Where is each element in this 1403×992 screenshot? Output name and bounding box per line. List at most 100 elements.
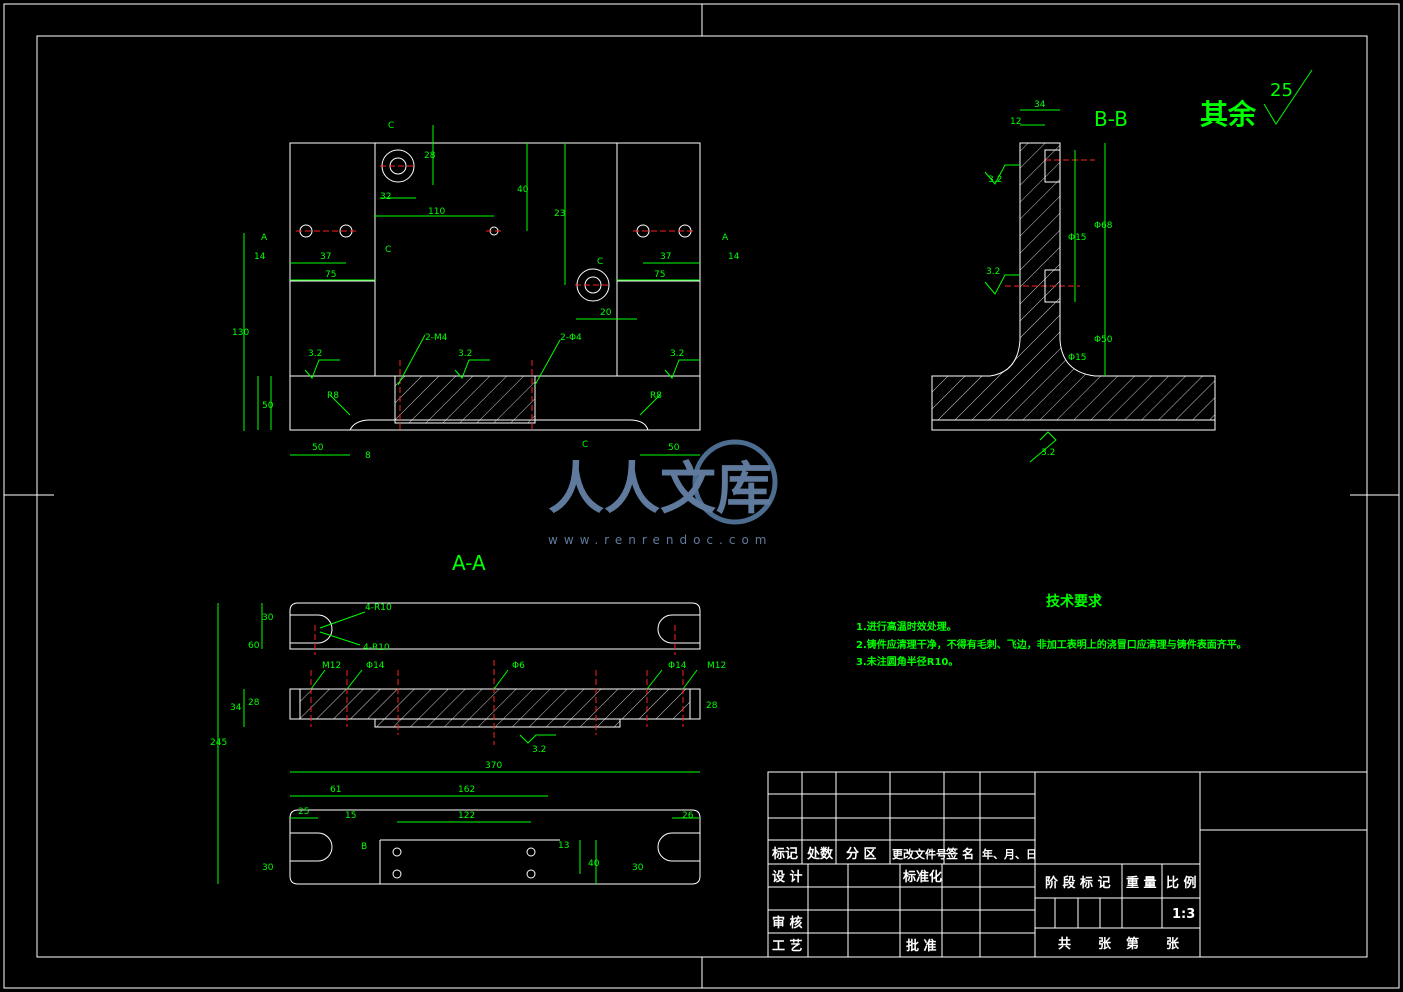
- dim-label: 2-M4: [425, 333, 448, 343]
- dim-label: 75: [654, 270, 665, 280]
- dim-label: Φ6: [512, 661, 525, 671]
- dim-label: R8: [650, 391, 662, 401]
- view-mark-a: A: [261, 233, 268, 243]
- dim-label: 245: [210, 738, 227, 748]
- dim-label: 20: [600, 308, 612, 318]
- tb-approve: 批 准: [906, 938, 937, 954]
- view-mark-c: C: [597, 257, 603, 267]
- section-bb-label: B-B: [1094, 107, 1128, 131]
- dim-label: 14: [728, 252, 740, 262]
- top-view: [243, 125, 701, 456]
- dim-label: 37: [320, 252, 331, 262]
- sheet-border: [3, 3, 1400, 989]
- dim-label: 32: [380, 192, 391, 202]
- dim-label: Φ68: [1094, 221, 1113, 231]
- tb-header: 分 区: [846, 846, 877, 862]
- tb-process: 工 艺: [772, 938, 803, 954]
- tb-stage-mark: 阶 段 标 记: [1045, 875, 1111, 891]
- watermark-url: www.renrendoc.com: [548, 533, 772, 547]
- roughness-label: 3.2: [670, 349, 684, 359]
- dim-label: 50: [262, 401, 274, 411]
- dim-label: 34: [1034, 100, 1046, 110]
- dim-label: 75: [325, 270, 336, 280]
- dim-label: M12: [322, 661, 341, 671]
- dim-label: 50: [668, 443, 680, 453]
- tb-sheet-unit: 张: [1166, 937, 1180, 952]
- view-mark-a: A: [722, 233, 729, 243]
- roughness-label: 3.2: [458, 349, 472, 359]
- dim-label: 4-R10: [365, 603, 392, 613]
- tb-sheet-unit: 张: [1098, 937, 1112, 952]
- tb-header: 签 名: [945, 846, 974, 861]
- dim-label: 30: [262, 613, 274, 623]
- section-bb-view: [931, 109, 1216, 463]
- surface-roughness-icon: [1263, 69, 1313, 125]
- dim-label: 12: [1010, 117, 1021, 127]
- dim-label: Φ15: [1068, 353, 1087, 363]
- dim-label: 15: [345, 811, 356, 821]
- dim-label: M12: [707, 661, 726, 671]
- dim-label: 26: [682, 811, 694, 821]
- dim-label: 61: [330, 785, 341, 795]
- dim-label: 122: [458, 811, 475, 821]
- dim-label: 28: [248, 698, 260, 708]
- title-block-frame: [767, 771, 1368, 958]
- dim-label: 40: [588, 859, 600, 869]
- dim-label: 60: [248, 641, 260, 651]
- dim-label: 30: [632, 863, 644, 873]
- dim-label: 2-Φ4: [560, 333, 582, 343]
- dim-label: 40: [517, 185, 529, 195]
- view-mark-b: B: [361, 842, 367, 852]
- tb-review: 审 核: [772, 915, 803, 931]
- surface-note-text: 其余: [1200, 98, 1257, 131]
- dim-label: 37: [660, 252, 671, 262]
- tb-sheet-no: 第: [1126, 936, 1139, 952]
- tb-design: 设 计: [772, 869, 803, 885]
- dim-label: Φ14: [668, 661, 687, 671]
- watermark-text: 人人文库: [548, 457, 772, 522]
- dim-label: 28: [706, 701, 718, 711]
- dim-label: 34: [230, 703, 242, 713]
- dim-label: 25: [298, 807, 309, 817]
- roughness-label: 3.2: [308, 349, 322, 359]
- section-aa-view: [217, 602, 701, 885]
- tb-scale-label: 比 例: [1166, 875, 1197, 891]
- dim-label: 8: [365, 451, 371, 461]
- dim-label: Φ15: [1068, 233, 1087, 243]
- dim-label: 23: [554, 209, 565, 219]
- roughness-label: 3.2: [1041, 448, 1055, 458]
- view-mark-c: C: [388, 121, 394, 131]
- dim-label: R8: [327, 391, 339, 401]
- view-mark-c: C: [385, 245, 391, 255]
- dim-label: 50: [312, 443, 324, 453]
- dim-label: 28: [424, 151, 436, 161]
- tech-req-item: 1.进行高温时效处理。: [856, 620, 957, 633]
- dim-label: 13: [558, 841, 569, 851]
- tb-standard: 标准化: [902, 869, 942, 885]
- view-mark-c: C: [582, 440, 588, 450]
- tb-weight: 重 量: [1126, 875, 1157, 891]
- section-aa-label: A-A: [452, 551, 486, 575]
- dim-label: 30: [262, 863, 274, 873]
- dim-label: 4-R10: [363, 643, 390, 653]
- dim-label: 162: [458, 785, 475, 795]
- dim-label: 130: [232, 328, 249, 338]
- tb-header: 更改文件号: [892, 847, 947, 861]
- tb-header: 处数: [806, 846, 834, 862]
- roughness-label: 3.2: [532, 745, 546, 755]
- tb-scale: 1:3: [1172, 907, 1195, 922]
- tb-header: 年、月、日: [982, 847, 1037, 861]
- tech-req-item: 2.铸件应清理干净，不得有毛刺、飞边，非加工表明上的浇冒口应清理与铸件表面齐平。: [856, 638, 1247, 651]
- tech-req-item: 3.未注圆角半径R10。: [856, 655, 958, 668]
- tech-req-title: 技术要求: [1046, 593, 1103, 610]
- tb-sheet-total: 共: [1058, 936, 1071, 952]
- dim-label: 14: [254, 252, 266, 262]
- surface-note-value: 25: [1270, 80, 1293, 101]
- roughness-label: 3.2: [986, 267, 1000, 277]
- dim-label: Φ50: [1094, 335, 1113, 345]
- watermark: 人人文库 www.renrendoc.com: [548, 439, 778, 547]
- dim-label: 110: [428, 207, 445, 217]
- tb-header: 标记: [771, 846, 798, 862]
- dim-label: Φ14: [366, 661, 385, 671]
